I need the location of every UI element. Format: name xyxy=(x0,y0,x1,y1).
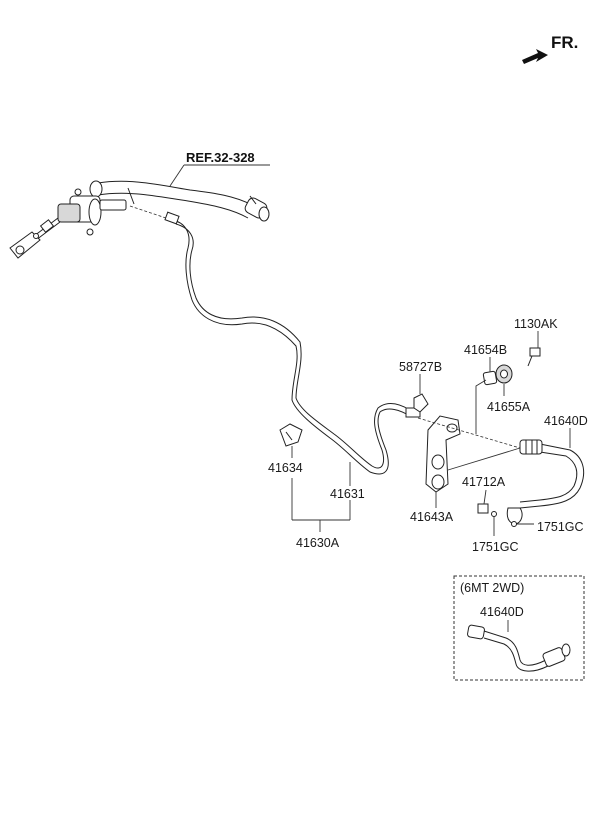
bolt-41712A-leader xyxy=(483,489,487,505)
centerline xyxy=(129,205,173,221)
label-1751GC-bottom: 1751GC xyxy=(472,540,519,554)
bolt-1130AK-shank xyxy=(527,355,533,367)
clip-1751GC-bottom-shape xyxy=(491,511,497,517)
grommet-hole xyxy=(500,369,508,379)
label-41643A: 41643A xyxy=(410,510,454,524)
bracket-hole-2 xyxy=(431,474,445,490)
fr-label: FR. xyxy=(551,33,578,52)
variant-hose-top xyxy=(483,630,547,666)
hose-end-fitting-upper xyxy=(519,439,543,455)
clip-41634 xyxy=(279,423,303,458)
clip-58727B xyxy=(413,374,429,413)
mount-bolt-bottom xyxy=(86,228,94,236)
label-41655A: 41655A xyxy=(487,400,531,414)
bracket-to-hose-line xyxy=(447,447,521,471)
label-41631: 41631 xyxy=(330,487,365,501)
push-rod-2 xyxy=(35,221,61,241)
bracket-hole-1 xyxy=(431,454,445,470)
bracket-41643A xyxy=(417,415,521,508)
variant-hose-bottom xyxy=(483,637,549,672)
label-58727B: 58727B xyxy=(399,360,442,374)
clip-body xyxy=(279,423,303,447)
master-cylinder-assembly xyxy=(9,180,270,259)
hose-41640D-outer xyxy=(519,443,585,509)
cylinder-outlet xyxy=(99,199,127,211)
label-41640D: 41640D xyxy=(544,414,588,428)
clevis-pin-hole xyxy=(15,245,25,255)
cylinder-mount xyxy=(88,198,102,226)
clip-1751GC-right-shape xyxy=(511,521,517,527)
clip-detail xyxy=(285,431,293,441)
bracket-body xyxy=(425,415,461,493)
mount-bolt-top xyxy=(74,188,82,196)
label-41630A: 41630A xyxy=(296,536,340,550)
clip-58727B-body xyxy=(413,393,429,413)
assembly-bracket-41630A xyxy=(291,462,351,532)
reservoir-hose-bottom xyxy=(97,192,249,219)
ref-leader xyxy=(169,164,185,187)
tube-path-a xyxy=(171,219,411,475)
label-41654B: 41654B xyxy=(464,343,507,357)
cover-41654B xyxy=(482,370,498,386)
hose-clamp-2 xyxy=(249,195,257,205)
label-1751GC-right: 1751GC xyxy=(537,520,584,534)
label-41712A: 41712A xyxy=(462,475,506,489)
variant-hose-nozzle xyxy=(561,643,571,657)
reservoir-hose-top xyxy=(97,180,253,206)
clutch-hose-41640D xyxy=(506,428,585,525)
hose-clamp-1 xyxy=(127,187,135,205)
variant-part-label: 41640D xyxy=(480,605,524,619)
bracket-hardware xyxy=(447,331,541,471)
label-1130AK: 1130AK xyxy=(514,317,558,331)
clevis-pin xyxy=(33,233,39,239)
variant-box: (6MT 2WD) 41640D xyxy=(453,575,585,681)
variant-border xyxy=(453,575,585,681)
hose-41640D-inner xyxy=(519,451,578,503)
push-rod-nut xyxy=(39,219,55,233)
bracket-centerline xyxy=(417,417,521,449)
cylinder-body xyxy=(57,203,81,223)
ref-text: REF.32-328 xyxy=(186,150,255,165)
reference-label: REF.32-328 xyxy=(169,150,270,187)
forward-direction-indicator: FR. xyxy=(522,33,578,64)
small-hardware xyxy=(477,489,534,536)
bolt-1130AK-head xyxy=(529,347,541,357)
clutch-tube-41631 xyxy=(164,211,421,475)
label-41634: 41634 xyxy=(268,461,303,475)
bolt-41712A xyxy=(477,503,489,514)
hose-end-left xyxy=(89,180,103,198)
tube-fitting-master xyxy=(164,211,180,225)
variant-title: (6MT 2WD) xyxy=(460,581,524,595)
tube-path-b xyxy=(175,223,411,469)
forward-arrow-icon xyxy=(522,49,548,64)
hose-nozzle xyxy=(258,206,270,222)
hardware-leader xyxy=(475,379,487,434)
variant-hose-fitting-left xyxy=(467,624,485,640)
